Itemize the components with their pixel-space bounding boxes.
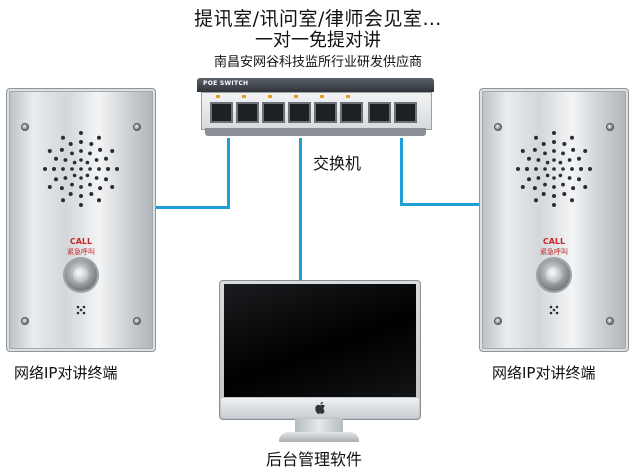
- switch-brand-label: POE SWITCH: [203, 80, 249, 87]
- ethernet-port-icon: [314, 102, 337, 123]
- microphone-icon: [76, 305, 86, 315]
- port-led: [294, 95, 298, 98]
- switch-label: 交换机: [313, 154, 362, 173]
- switch-top-panel: POE SWITCH: [197, 78, 434, 92]
- apple-logo-icon: [315, 401, 325, 414]
- poe-switch: POE SWITCH: [197, 78, 434, 140]
- monitor-frame: [219, 280, 421, 420]
- switch-front-panel: [201, 92, 432, 130]
- screw-icon: [606, 123, 614, 131]
- right-terminal-label: 网络IP对讲终端: [492, 364, 596, 382]
- computer-label: 后台管理软件: [266, 450, 363, 469]
- screw-icon: [494, 123, 502, 131]
- cable-left-vertical: [227, 138, 230, 209]
- call-button-icon[interactable]: [65, 259, 97, 291]
- port-led: [320, 95, 324, 98]
- call-button-icon[interactable]: [538, 259, 570, 291]
- port-led: [216, 95, 220, 98]
- intercom-terminal-right: CALL 紧急呼叫: [479, 88, 629, 352]
- cable-center-vertical: [299, 138, 302, 284]
- ethernet-port-icon: [368, 102, 391, 123]
- ethernet-port-icon: [288, 102, 311, 123]
- ethernet-port-icon: [262, 102, 285, 123]
- screw-icon: [133, 123, 141, 131]
- cable-right-vertical: [400, 138, 403, 205]
- screw-icon: [494, 317, 502, 325]
- screw-icon: [133, 317, 141, 325]
- microphone-icon: [549, 305, 559, 315]
- monitor-chin: [221, 398, 419, 418]
- intercom-terminal-left: CALL 紧急呼叫: [6, 88, 156, 352]
- monitor-neck: [295, 419, 343, 433]
- switch-base: [205, 128, 426, 136]
- cable-left-horizontal: [155, 206, 229, 209]
- management-computer: [219, 280, 421, 449]
- call-label: CALL: [542, 237, 566, 246]
- monitor-screen: [224, 284, 416, 397]
- port-led: [346, 95, 350, 98]
- monitor-stand: [279, 432, 359, 442]
- speaker-grille-icon: [516, 131, 592, 207]
- diagram-subtitle: 一对一免提对讲: [255, 30, 381, 51]
- port-led: [242, 95, 246, 98]
- screw-icon: [21, 123, 29, 131]
- ethernet-port-icon: [340, 102, 363, 123]
- call-label: CALL: [69, 237, 93, 246]
- ethernet-port-icon: [210, 102, 233, 123]
- diagram-title: 提讯室/讯问室/律师会见室…: [194, 8, 442, 30]
- ethernet-port-icon: [394, 102, 417, 123]
- speaker-grille-icon: [43, 131, 119, 207]
- ethernet-port-icon: [236, 102, 259, 123]
- port-led: [268, 95, 272, 98]
- call-sub-label: 紧急呼叫: [67, 248, 95, 256]
- screw-icon: [606, 317, 614, 325]
- cable-right-horizontal: [400, 203, 480, 206]
- screw-icon: [21, 317, 29, 325]
- left-terminal-label: 网络IP对讲终端: [14, 364, 118, 382]
- supplier-line: 南昌安网谷科技监所行业研发供应商: [213, 55, 422, 70]
- call-sub-label: 紧急呼叫: [540, 248, 568, 256]
